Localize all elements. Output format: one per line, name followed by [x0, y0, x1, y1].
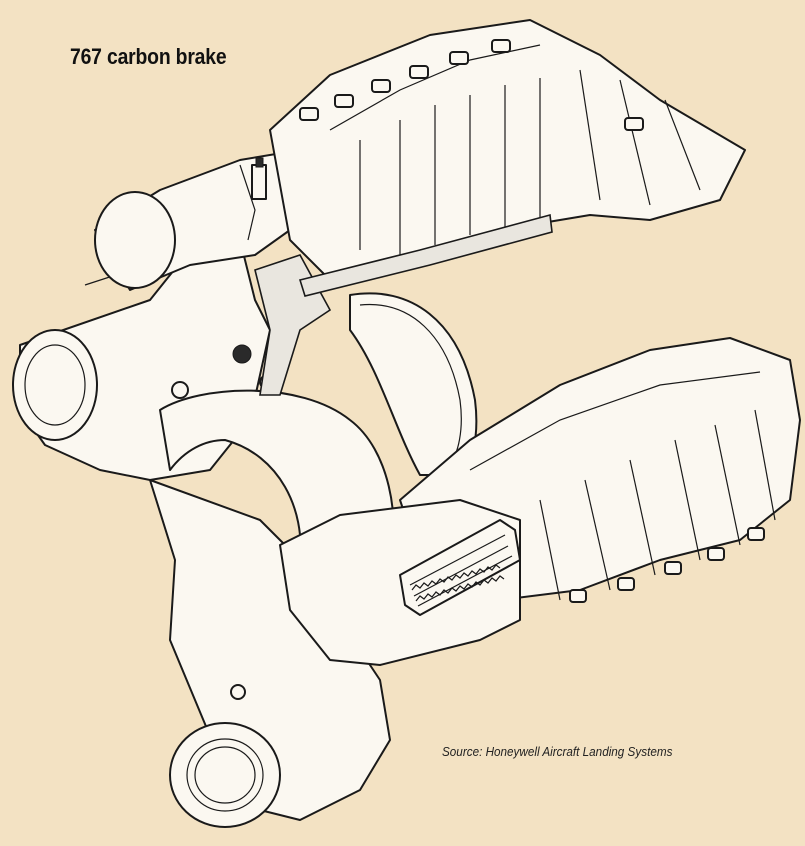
stator-keys-bottom: [569, 527, 765, 603]
heat-stack-top: [269, 19, 746, 297]
stator-keys-top: [299, 39, 644, 131]
figure-title: 767 carbon brake: [70, 44, 227, 69]
source-credit: Source: Honeywell Aircraft Landing Syste…: [442, 744, 673, 759]
piston-housing-bottom: [279, 499, 521, 666]
piston-housing-top: [94, 149, 321, 291]
adjuster-springs: [409, 534, 513, 607]
